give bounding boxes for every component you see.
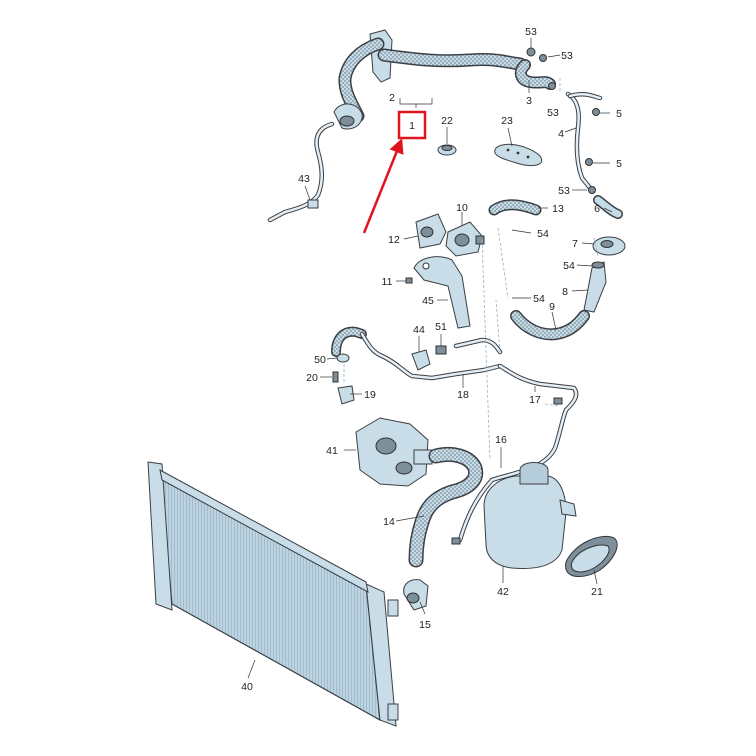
callout-5a: 5 [616, 108, 622, 120]
sleeve-8 [583, 261, 607, 313]
highlight-marker [362, 110, 427, 234]
upper-coolant-hose-assembly [333, 29, 527, 130]
callout-53a: 53 [525, 26, 537, 38]
callout-20: 20 [306, 372, 318, 384]
callout-11: 11 [382, 276, 393, 288]
coolant-hose-3-4 [514, 47, 603, 194]
callout-8: 8 [562, 286, 568, 298]
coolant-pipe-18 [359, 331, 503, 381]
callout-42: 42 [497, 586, 509, 598]
callout-19: 19 [364, 389, 376, 401]
bolt-11 [405, 277, 413, 284]
callout-3: 3 [526, 95, 532, 107]
callout-10: 10 [456, 202, 468, 214]
mounting-bracket-45 [413, 256, 471, 329]
callout-12: 12 [388, 234, 400, 246]
radiator-40 [147, 461, 399, 727]
thermostat-housing-41 [355, 417, 433, 487]
callout-17: 17 [529, 394, 541, 406]
flange-7 [592, 236, 626, 256]
callout-4: 4 [558, 128, 564, 140]
coolant-hose-13 [488, 199, 542, 216]
pump-motor-12 [415, 213, 447, 249]
callout-2: 2 [389, 92, 395, 104]
callout-41: 41 [326, 445, 338, 457]
callout-54c: 54 [533, 293, 545, 305]
callout-7: 7 [572, 238, 578, 250]
callout-18: 18 [457, 389, 469, 401]
callout-13: 13 [552, 203, 564, 215]
callout-40: 40 [241, 681, 253, 693]
cover-21 [565, 536, 618, 577]
highlight-arrow [362, 138, 404, 234]
callout-21: 21 [591, 586, 603, 598]
connector-6 [593, 195, 623, 219]
callout-53b: 53 [561, 50, 573, 62]
assembly-guide-lines [343, 78, 599, 461]
callout-15: 15 [419, 619, 431, 631]
clip-51 [435, 345, 447, 355]
callout-53d: 53 [558, 185, 570, 197]
coolant-pump-10 [445, 221, 485, 257]
clip-50 [336, 353, 350, 363]
callout-22: 22 [441, 115, 453, 127]
callout-23: 23 [501, 115, 513, 127]
callout-45: 45 [422, 295, 434, 307]
callout-53c: 53 [547, 107, 559, 119]
callout-51: 51 [435, 321, 447, 333]
callout-50: 50 [314, 354, 326, 366]
callout-6: 6 [594, 203, 600, 215]
callout-5b: 5 [616, 158, 622, 170]
coolant-hose-14 [408, 446, 484, 568]
hose-elbow-15 [403, 579, 429, 611]
coolant-pipe-43 [267, 121, 335, 223]
callout-54a: 54 [537, 228, 549, 240]
callout-44: 44 [413, 324, 425, 336]
cap-22 [437, 144, 457, 156]
callout-54b: 54 [563, 260, 575, 272]
temperature-sender-19 [337, 385, 355, 405]
callout-16: 16 [495, 434, 507, 446]
callout-9: 9 [549, 301, 555, 313]
callout-1: 1 [409, 120, 415, 132]
callout-14: 14 [383, 516, 395, 528]
sensor-connector-44 [411, 349, 431, 371]
callout-43: 43 [298, 173, 310, 185]
gasket-23 [494, 143, 543, 167]
bolt-20 [332, 371, 339, 383]
coolant-hose-44 [331, 326, 367, 357]
highlight-box [397, 110, 427, 140]
callout-labels: 1 2 3 4 5 5 6 7 8 9 10 11 12 13 14 15 16… [241, 26, 622, 693]
coolant-pipe-17 [451, 363, 579, 545]
leader-lines [247, 38, 613, 679]
expansion-tank-42 [483, 462, 577, 569]
coolant-hose-9 [510, 310, 590, 341]
